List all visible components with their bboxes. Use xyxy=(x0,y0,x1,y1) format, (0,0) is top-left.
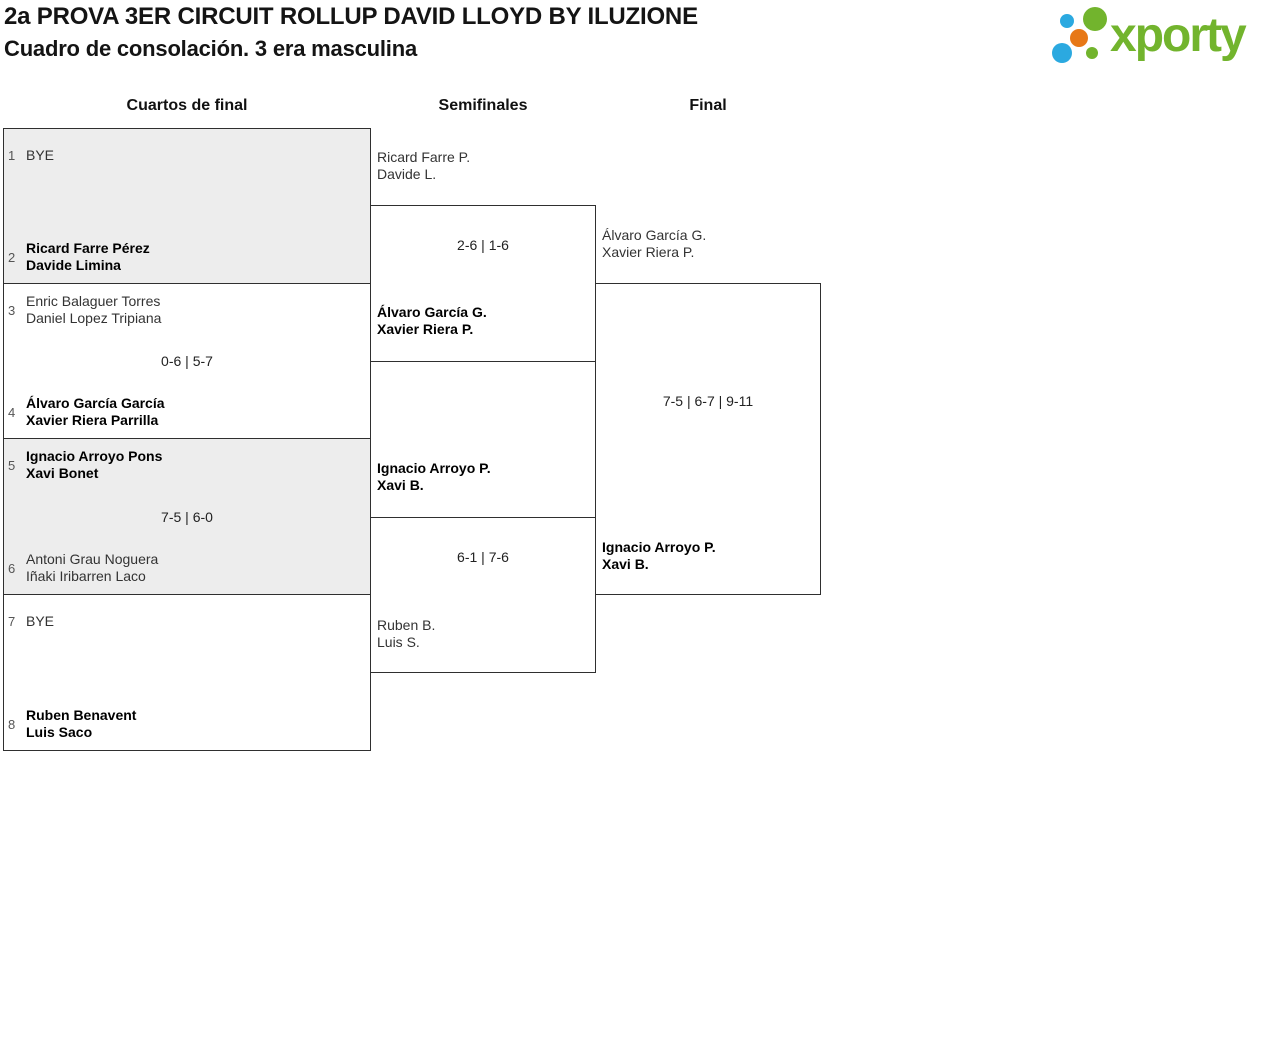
bracket-entry-seed2: 2 Ricard Farre Pérez Davide Limina xyxy=(8,239,150,275)
team-names: Antoni Grau Noguera Iñaki Iribarren Laco xyxy=(26,551,158,585)
team-line: Antoni Grau Noguera xyxy=(26,551,159,567)
round-header-final: Final xyxy=(689,97,727,114)
team-line: Xavi Bonet xyxy=(26,465,99,481)
logo-dot-orange-icon xyxy=(1070,29,1088,47)
team-line: Daniel Lopez Tripiana xyxy=(26,310,162,326)
match-score-sf2: 6-1 | 7-6 xyxy=(457,549,509,565)
match-score-qf3: 7-5 | 6-0 xyxy=(161,509,213,525)
round-header-cuartos: Cuartos de final xyxy=(126,97,248,114)
team-line: BYE xyxy=(26,612,55,629)
team-names: Ignacio Arroyo P. Xavi B. xyxy=(377,460,491,494)
match-box-qf3 xyxy=(3,438,371,595)
team-line: Xavier Riera Parrilla xyxy=(26,412,159,428)
match-box-qf2 xyxy=(3,283,371,439)
team-line: Ricard Farre P. xyxy=(377,149,471,165)
round-header-semifinales: Semifinales xyxy=(438,97,528,114)
page-subtitle: Cuadro de consolación. 3 era masculina xyxy=(4,36,417,61)
match-box-final xyxy=(595,283,821,595)
match-score-sf1: 2-6 | 1-6 xyxy=(457,237,509,253)
team-names: Enric Balaguer Torres Daniel Lopez Tripi… xyxy=(26,293,161,327)
team-line: Álvaro García G. xyxy=(377,304,487,320)
logo-dot-green-large-icon xyxy=(1083,7,1107,31)
logo-dot-green-small-icon xyxy=(1086,47,1098,59)
team-line: Davide L. xyxy=(377,166,437,182)
bracket-entry-seed6: 6 Antoni Grau Noguera Iñaki Iribarren La… xyxy=(8,550,158,586)
team-names: Álvaro García G. Xavier Riera P. xyxy=(377,304,487,338)
xporty-logo[interactable]: xporty xyxy=(1050,5,1265,67)
logo-dot-blue-large-icon xyxy=(1052,43,1072,63)
team-line: Ignacio Arroyo P. xyxy=(602,539,716,555)
seed-number: 1 xyxy=(8,147,16,163)
team-names: BYE xyxy=(26,613,54,630)
seed-number: 7 xyxy=(8,613,16,629)
team-line: Ignacio Arroyo Pons xyxy=(26,448,163,464)
seed-number: 3 xyxy=(8,302,16,318)
team-names: Ignacio Arroyo Pons Xavi Bonet xyxy=(26,448,162,482)
team-names: Álvaro García G. Xavier Riera P. xyxy=(602,227,706,261)
bracket-entry-sf1-winner: Álvaro García G. Xavier Riera P. xyxy=(377,303,487,339)
bracket-entry-sf2-top: Ignacio Arroyo P. Xavi B. xyxy=(377,459,491,495)
team-line: Davide Limina xyxy=(26,257,121,273)
team-line: Xavier Riera P. xyxy=(602,244,695,260)
team-line: Enric Balaguer Torres xyxy=(26,293,161,309)
team-line: Xavier Riera P. xyxy=(377,321,474,337)
bracket-entry-seed3: 3 Enric Balaguer Torres Daniel Lopez Tri… xyxy=(8,292,161,328)
team-line: Ruben B. xyxy=(377,617,436,633)
team-names: Ignacio Arroyo P. Xavi B. xyxy=(602,539,716,573)
bracket-entry-seed8: 8 Ruben Benavent Luis Saco xyxy=(8,706,136,742)
bracket-entry-seed7: 7 BYE xyxy=(8,603,54,639)
logo-wordmark: xporty xyxy=(1110,9,1247,62)
team-line: Álvaro García García xyxy=(26,395,165,411)
bracket-entry-seed1: 1 BYE xyxy=(8,137,54,173)
bracket-entry-sf2-bottom: Ruben B. Luis S. xyxy=(377,616,435,652)
bracket-entry-sf1-top: Ricard Farre P. Davide L. xyxy=(377,148,470,184)
seed-number: 8 xyxy=(8,716,16,732)
page-title: 2a PROVA 3ER CIRCUIT ROLLUP DAVID LLOYD … xyxy=(4,3,698,30)
bracket-entry-final-winner: Ignacio Arroyo P. Xavi B. xyxy=(602,538,716,574)
bracket-entry-seed4: 4 Álvaro García García Xavier Riera Parr… xyxy=(8,394,165,430)
team-line: Ignacio Arroyo P. xyxy=(377,460,491,476)
seed-number: 4 xyxy=(8,404,16,420)
team-line: Álvaro García G. xyxy=(602,227,707,243)
match-score-qf2: 0-6 | 5-7 xyxy=(161,353,213,369)
team-line: Ruben Benavent xyxy=(26,707,137,723)
team-names: Ruben Benavent Luis Saco xyxy=(26,707,136,741)
team-names: Álvaro García García Xavier Riera Parril… xyxy=(26,395,165,429)
team-names: BYE xyxy=(26,147,54,164)
match-box-qf4 xyxy=(3,594,371,751)
bracket-entry-final-top: Álvaro García G. Xavier Riera P. xyxy=(602,226,706,262)
match-box-sf2 xyxy=(370,517,596,673)
team-line: Iñaki Iribarren Laco xyxy=(26,568,146,584)
seed-number: 6 xyxy=(8,560,16,576)
logo-dot-blue-small-icon xyxy=(1060,14,1074,28)
seed-number: 5 xyxy=(8,457,16,473)
team-names: Ricard Farre Pérez Davide Limina xyxy=(26,240,150,274)
team-line: BYE xyxy=(26,146,55,163)
bracket-entry-seed5: 5 Ignacio Arroyo Pons Xavi Bonet xyxy=(8,447,162,483)
team-names: Ruben B. Luis S. xyxy=(377,617,435,651)
seed-number: 2 xyxy=(8,249,16,265)
team-line: Xavi B. xyxy=(602,556,649,572)
team-line: Luis S. xyxy=(377,634,420,650)
team-line: Luis Saco xyxy=(26,724,93,740)
match-box-qf1 xyxy=(3,128,371,284)
team-line: Ricard Farre Pérez xyxy=(26,240,150,256)
team-line: Xavi B. xyxy=(377,477,424,493)
match-score-final: 7-5 | 6-7 | 9-11 xyxy=(662,393,754,409)
team-names: Ricard Farre P. Davide L. xyxy=(377,149,470,183)
